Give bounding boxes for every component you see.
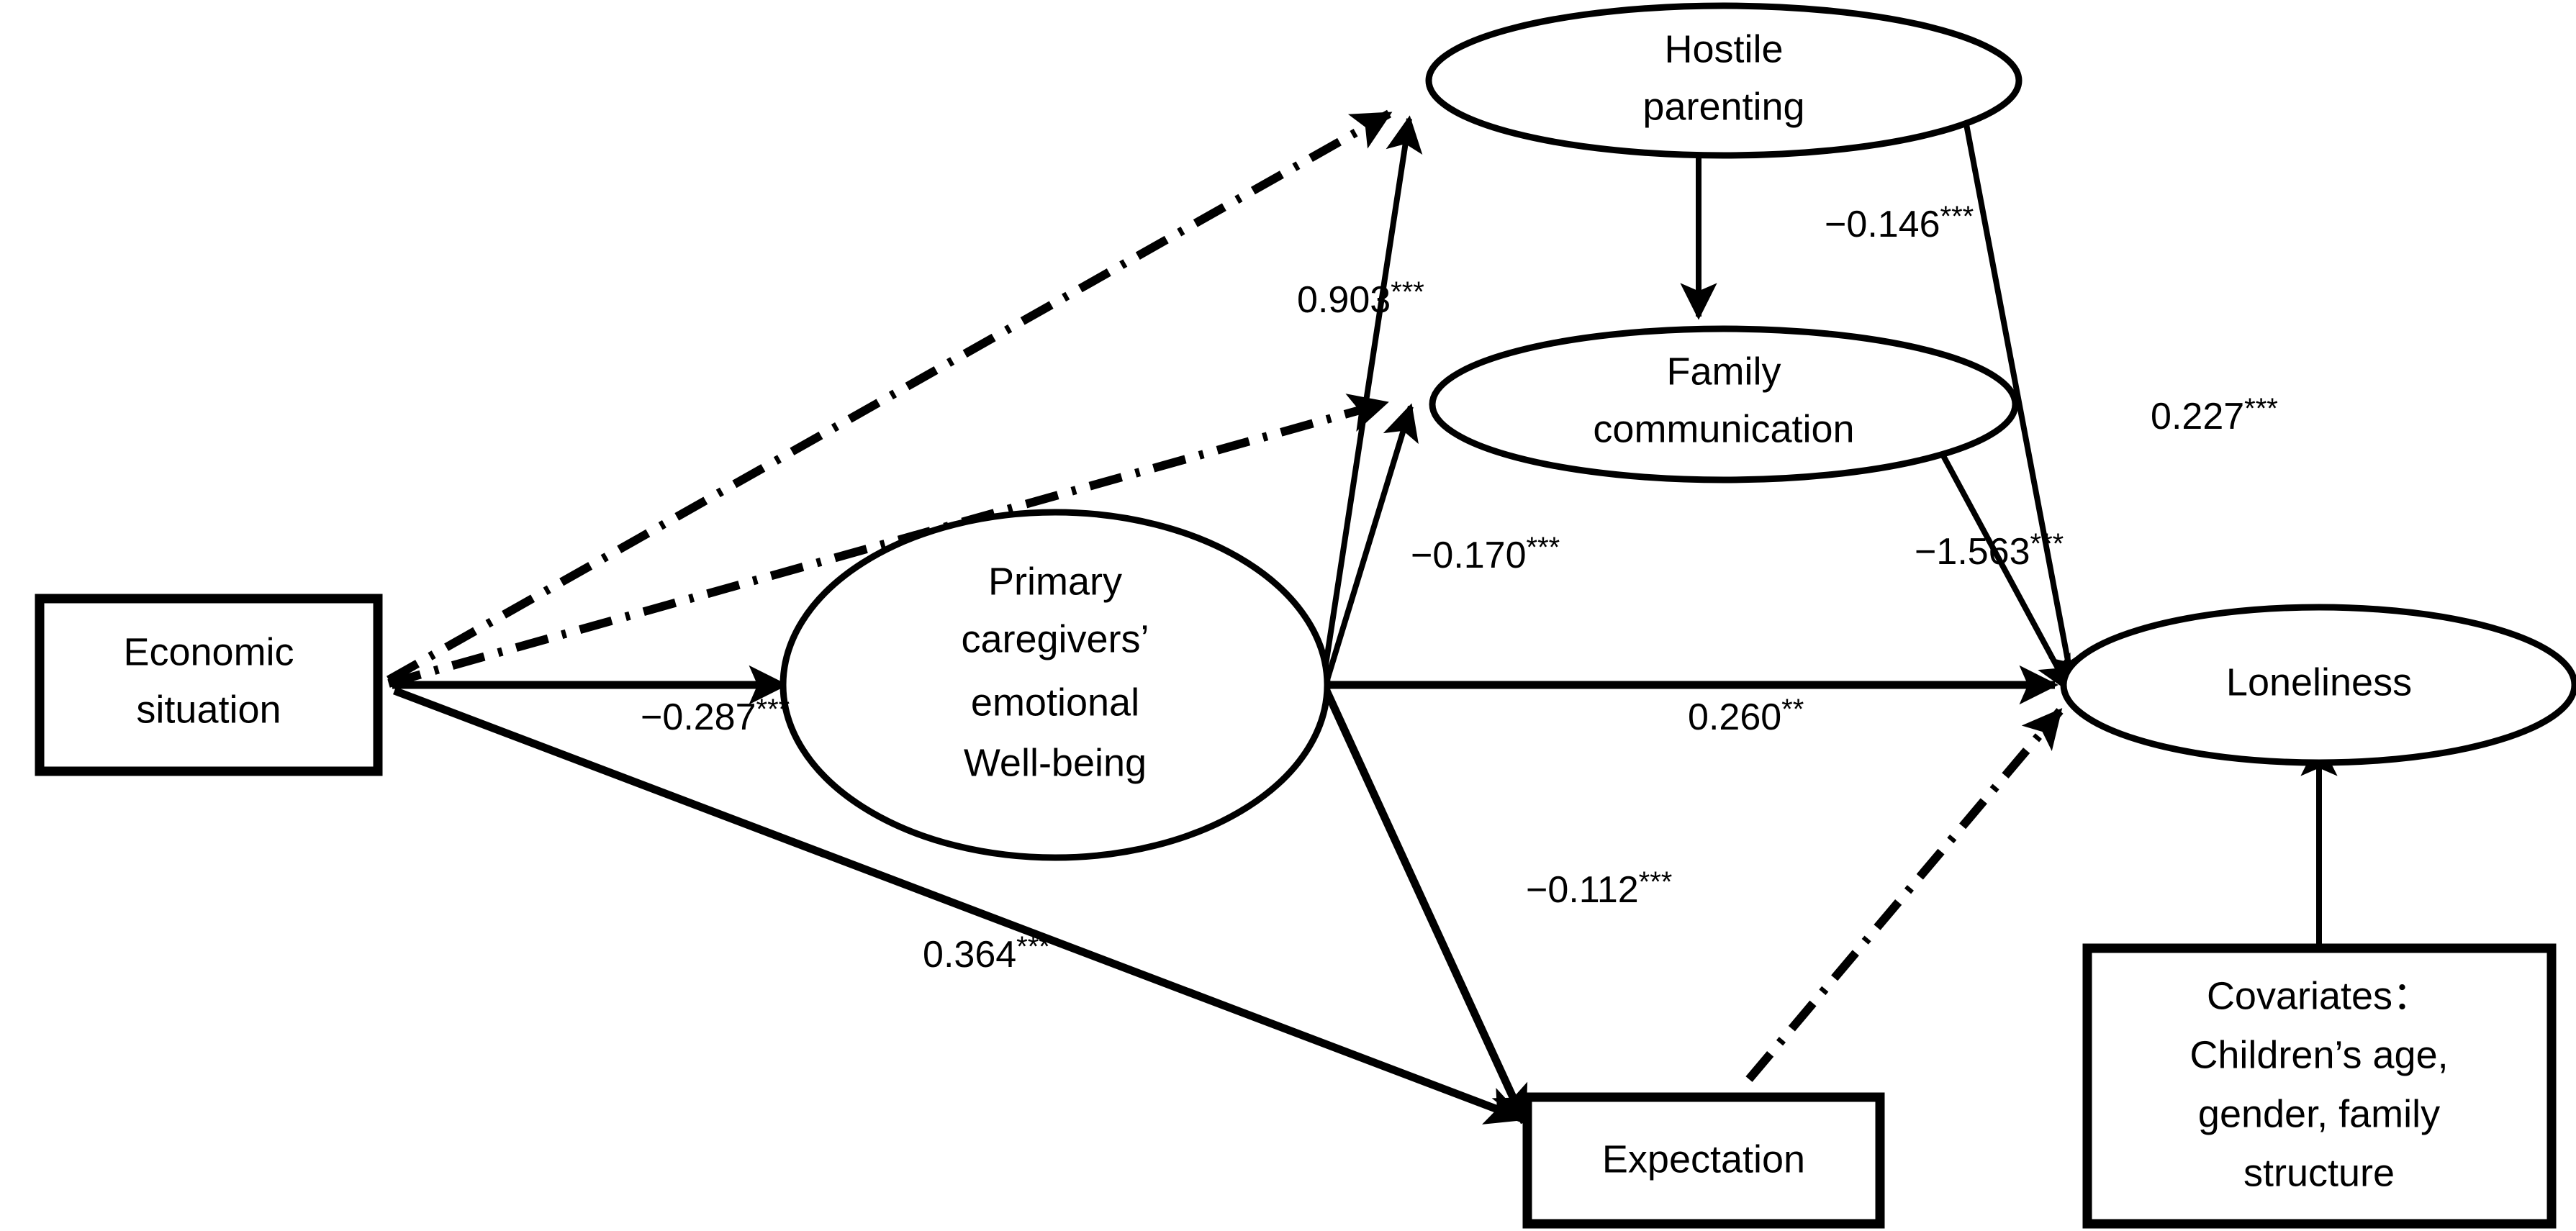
coef-stars-wellbeing-familycomm: *** <box>1527 532 1560 563</box>
node-label-economic-situation-line-0: Economic <box>123 630 294 673</box>
edge-label-wellbeing-to-family-comm: −0.170*** <box>1317 532 1632 576</box>
coef-value-hostile-loneliness: 0.227 <box>2151 396 2244 437</box>
svg-text:−0.112***: −0.112*** <box>1432 866 1745 911</box>
coef-value-wellbeing-hostile: 0.903 <box>1297 279 1391 321</box>
node-label-family-communication-line-0: Family <box>1667 350 1781 393</box>
edge-caregiver-wellbeing-to-family-communication <box>1321 403 1419 691</box>
svg-text:0.227***: 0.227*** <box>2057 393 2351 437</box>
svg-text:0.364***: 0.364*** <box>829 931 1123 976</box>
node-covariates[interactable]: Covariates： Children’s age, gender, fami… <box>2082 943 2557 1229</box>
edge-caregiver-wellbeing-to-hostile-parenting <box>1320 115 1423 684</box>
node-label-caregiver-wellbeing-line-2: emotional <box>971 681 1139 724</box>
coef-value-hostile-familycomm: −0.146 <box>1825 204 1940 245</box>
node-expectation[interactable]: Expectation <box>1522 1092 1885 1229</box>
edge-label-econ-to-wellbeing: −0.287*** <box>547 694 862 738</box>
edge-label-hostile-to-loneliness: 0.227*** <box>2057 393 2351 437</box>
node-label-expectation-line-0: Expectation <box>1602 1137 1805 1181</box>
svg-text:0.260**: 0.260** <box>1594 694 1876 738</box>
node-economic-situation[interactable]: Economic situation <box>35 594 383 776</box>
edge-expectation-to-loneliness <box>1745 708 2064 1082</box>
edge-economic-to-expectation <box>393 686 1526 1125</box>
node-loneliness[interactable]: Loneliness <box>2060 604 2576 766</box>
node-label-family-communication-line-1: communication <box>1593 407 1854 450</box>
coef-stars-hostile-familycomm: *** <box>1940 201 1974 232</box>
edge-label-hostile-to-family-comm: −0.146*** <box>1731 201 2046 245</box>
edge-label-econ-to-expectation: 0.364*** <box>829 931 1123 976</box>
svg-text:0.903***: 0.903*** <box>1203 276 1497 321</box>
coef-stars-econ-expectation: *** <box>1016 931 1050 963</box>
svg-text:−0.287***: −0.287*** <box>547 694 862 738</box>
node-label-hostile-parenting-line-0: Hostile <box>1664 27 1783 71</box>
node-label-hostile-parenting-line-1: parenting <box>1642 85 1804 128</box>
node-family-communication[interactable]: Family communication <box>1429 325 2019 483</box>
edge-caregiver-wellbeing-to-expectation <box>1323 689 1528 1126</box>
coef-stars-wellbeing-loneliness: ** <box>1781 694 1804 725</box>
edge-economic-to-hostile-parenting <box>387 109 1393 684</box>
coef-stars-familycomm-loneliness: *** <box>2030 528 2064 560</box>
node-label-covariates-line-2: gender, family <box>2198 1092 2440 1135</box>
edge-label-wellbeing-to-loneliness: 0.260** <box>1594 694 1876 738</box>
edge-hostile-parenting-to-loneliness <box>1948 44 2085 691</box>
edge-label-wellbeing-to-expectation: −0.112*** <box>1432 866 1745 911</box>
node-caregiver-wellbeing[interactable]: Primary caregivers’ emotional Well-being <box>779 509 1331 861</box>
coef-value-wellbeing-familycomm: −0.170 <box>1411 535 1527 576</box>
coef-value-wellbeing-loneliness: 0.260 <box>1688 696 1781 738</box>
node-label-loneliness-line-0: Loneliness <box>2226 660 2412 704</box>
node-label-economic-situation-line-1: situation <box>136 688 281 731</box>
coef-value-econ-expectation: 0.364 <box>923 934 1016 976</box>
svg-text:−1.563***: −1.563*** <box>1821 528 2136 573</box>
node-label-covariates-line-3: structure <box>2243 1151 2395 1194</box>
edge-economic-to-family-communication <box>387 394 1389 688</box>
edge-label-wellbeing-to-hostile: 0.903*** <box>1203 276 1497 321</box>
node-label-covariates-line-1: Children’s age, <box>2189 1033 2448 1076</box>
coef-value-econ-wellbeing: −0.287 <box>641 696 756 738</box>
edge-label-family-comm-to-loneliness: −1.563*** <box>1821 528 2136 573</box>
node-label-caregiver-wellbeing-line-1: caregivers’ <box>961 617 1149 660</box>
node-label-covariates-line-0: Covariates： <box>2207 974 2431 1017</box>
coef-value-familycomm-loneliness: −1.563 <box>1915 531 2030 573</box>
node-hostile-parenting[interactable]: Hostile parenting <box>1425 2 2023 159</box>
coef-stars-wellbeing-expectation: *** <box>1639 866 1673 898</box>
node-label-caregiver-wellbeing-line-0: Primary <box>988 560 1122 603</box>
coef-stars-hostile-loneliness: *** <box>2244 393 2278 424</box>
coef-stars-wellbeing-hostile: *** <box>1391 276 1424 308</box>
coef-stars-econ-wellbeing: *** <box>756 694 790 725</box>
svg-text:−0.146***: −0.146*** <box>1731 201 2046 245</box>
coef-value-wellbeing-expectation: −0.112 <box>1526 869 1639 911</box>
node-label-caregiver-wellbeing-line-3: Well-being <box>964 741 1147 784</box>
svg-text:−0.170***: −0.170*** <box>1317 532 1632 576</box>
